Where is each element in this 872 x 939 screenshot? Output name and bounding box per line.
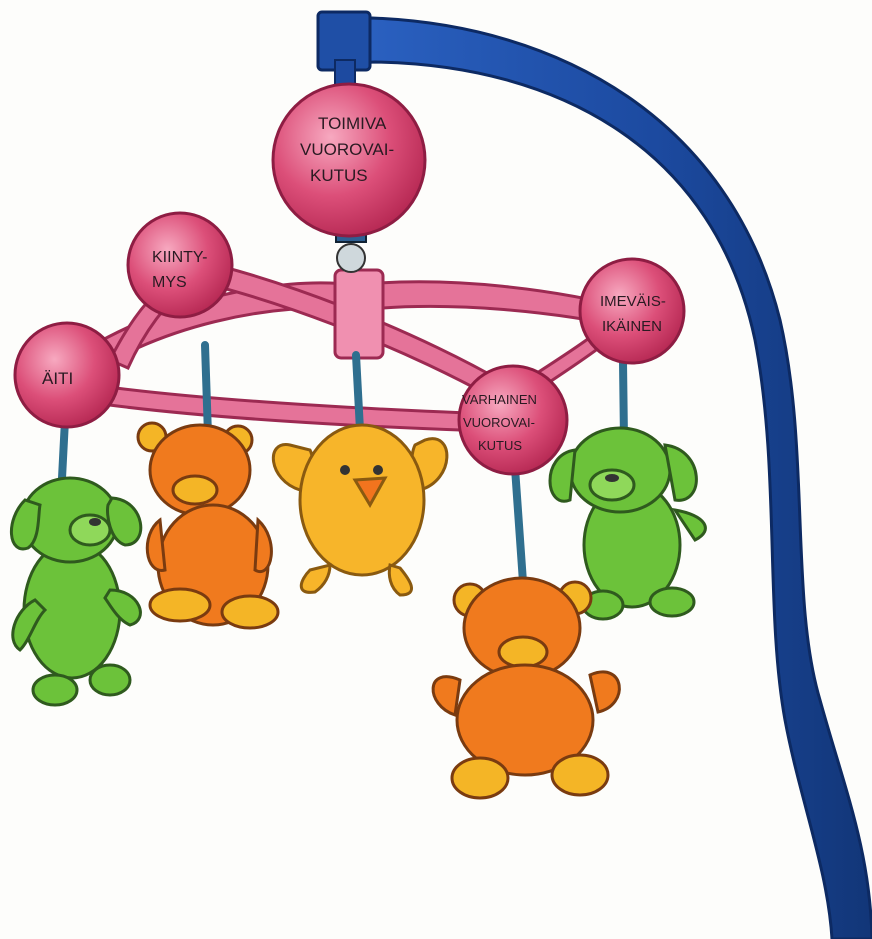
ball-front: VARHAINEN VUOROVAI- KUTUS [459, 366, 567, 474]
ball-top-line-1: TOIMIVA [318, 114, 387, 133]
ball-left: ÄITI [15, 323, 119, 427]
ball-left-upper-line-1: KIINTY- [152, 249, 207, 266]
ball-front-line-2: VUOROVAI- [463, 415, 535, 430]
ball-top-line-3: KUTUS [310, 166, 368, 185]
ball-right-line-2: IKÄINEN [602, 318, 662, 335]
ball-top-line-2: VUOROVAI- [300, 140, 394, 159]
ball-left-upper: KIINTY- MYS [128, 213, 232, 317]
dog-icon [11, 478, 140, 705]
ball-right: IMEVÄIS- IKÄINEN [580, 259, 684, 363]
bear-icon [138, 423, 278, 628]
ball-left-upper-line-2: MYS [152, 274, 187, 291]
ball-front-line-3: KUTUS [478, 438, 522, 453]
chick-icon [273, 425, 447, 595]
ball-left-label: ÄITI [42, 369, 73, 388]
ball-top: TOIMIVA VUOROVAI- KUTUS [273, 84, 425, 236]
ball-right-line-1: IMEVÄIS- [600, 293, 666, 310]
ball-front-line-1: VARHAINEN [462, 392, 537, 407]
